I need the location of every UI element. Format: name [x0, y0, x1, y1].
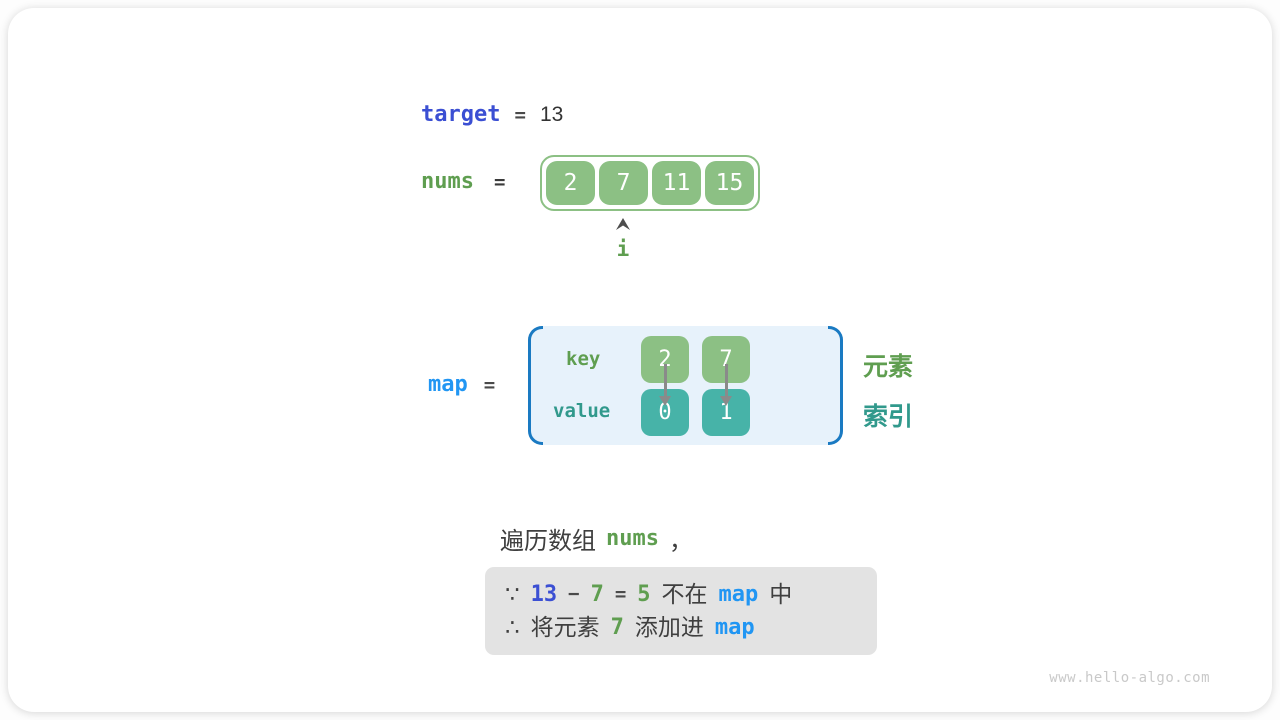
therefore-sign: ∴ — [505, 614, 520, 640]
minus-sign: − — [568, 583, 580, 605]
target-equals-sign: = — [514, 103, 526, 126]
left-bracket — [528, 326, 543, 445]
map-key-label: key — [566, 348, 601, 370]
reason-line-2: ∴ 将元素 7 添加进 map — [505, 611, 877, 644]
add-element-text: 将元素 — [530, 614, 600, 640]
index-pointer-label: i — [616, 237, 630, 261]
caption-code-nums: nums — [606, 526, 659, 551]
nums-array-cell: 15 — [705, 161, 754, 205]
right-bracket — [828, 326, 843, 445]
nums-array-cell: 2 — [546, 161, 595, 205]
target-keyword: target — [421, 102, 501, 127]
map-value-label: value — [553, 400, 611, 422]
caption-comma: ， — [668, 528, 693, 555]
difference-token: 5 — [637, 582, 651, 607]
map-label-row: map = — [428, 372, 495, 397]
nums-array: 2 7 11 15 — [540, 155, 760, 211]
map-keyword: map — [428, 372, 468, 397]
map-equals-sign: = — [483, 373, 496, 396]
index-annotation: 索引 — [863, 403, 914, 431]
reason-box: ∵ 13 − 7 = 5 不在 map 中 ∴ 将元素 7 添加进 map — [485, 567, 877, 655]
element-token: 7 — [610, 615, 624, 640]
reason-line-1: ∵ 13 − 7 = 5 不在 map 中 — [505, 578, 877, 611]
target-row: target = 13 — [421, 102, 563, 127]
nums-keyword: nums — [421, 169, 474, 194]
because-sign: ∵ — [505, 581, 520, 607]
target-token: 13 — [530, 582, 558, 607]
not-in-text: 不在 — [661, 581, 708, 607]
target-value: 13 — [539, 102, 564, 126]
map-token: map — [718, 582, 759, 607]
nums-array-cell: 7 — [599, 161, 648, 205]
current-element-token: 7 — [590, 582, 604, 607]
in-suffix-text: 中 — [769, 581, 793, 607]
nums-array-cell: 11 — [652, 161, 701, 205]
nums-equals-sign: = — [493, 170, 506, 193]
down-arrow-icon — [659, 364, 671, 406]
diagram-card: target = 13 nums = 2 7 11 15 i map = key — [8, 8, 1272, 712]
map-key-cell: 2 — [641, 336, 689, 383]
equals-sign: = — [614, 583, 627, 605]
caption-prefix: 遍历数组 — [500, 528, 596, 555]
down-arrow-icon — [720, 364, 732, 406]
element-annotation: 元素 — [863, 353, 914, 381]
watermark: www.hello-algo.com — [1049, 670, 1210, 686]
up-arrow-icon — [616, 218, 630, 230]
map-token: map — [714, 615, 755, 640]
nums-label-row: nums = — [421, 169, 505, 194]
add-into-text: 添加进 — [634, 614, 704, 640]
caption-row: 遍历数组 nums ， — [500, 521, 693, 556]
